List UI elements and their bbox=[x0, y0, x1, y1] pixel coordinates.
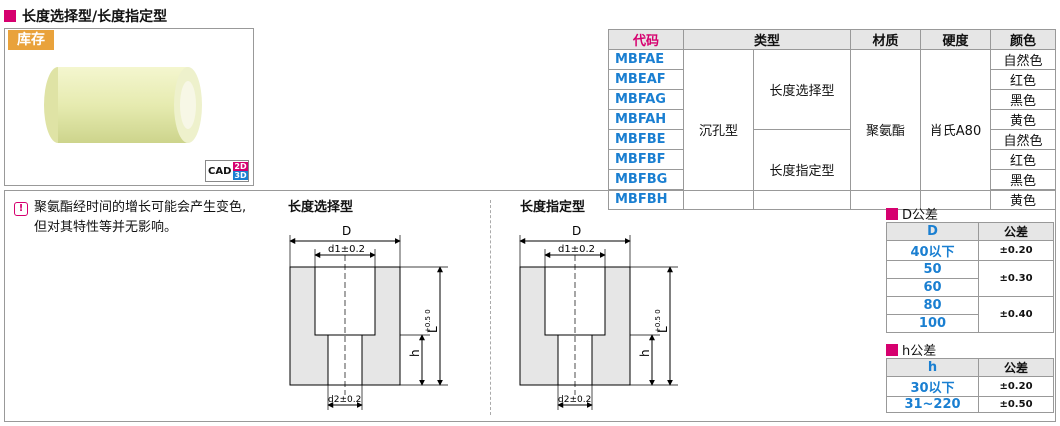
drawing-left: D d1±0.2 d2±0.2 h L +0.5 0 bbox=[289, 224, 448, 410]
code-cell: MBFBF bbox=[608, 149, 684, 170]
dim-d1: d1±0.2 bbox=[328, 244, 365, 255]
bullet-square-icon bbox=[4, 10, 16, 22]
color-cell: 黄色 bbox=[990, 109, 1056, 130]
d-tol-header-d: D bbox=[886, 222, 979, 241]
code-cell: MBFBG bbox=[608, 169, 684, 190]
code-cell: MBFBH bbox=[608, 189, 684, 210]
h-tol-header-h: h bbox=[886, 358, 979, 377]
color-cell: 红色 bbox=[990, 149, 1056, 170]
cad-badge[interactable]: CAD 2D 3D bbox=[205, 160, 249, 182]
d-tol-value: 60 bbox=[886, 278, 979, 297]
drawing-right: D d1±0.2 d2±0.2 h L +0.5 0 bbox=[519, 224, 678, 410]
dim-L: L bbox=[656, 326, 670, 333]
dim-h: h bbox=[638, 349, 652, 357]
code-cell: MBFBE bbox=[608, 129, 684, 150]
type-sub-cell: 长度指定型 bbox=[753, 129, 851, 210]
dim-D: D bbox=[572, 224, 581, 238]
dim-d1: d1±0.2 bbox=[558, 244, 595, 255]
cad-3d-label: 3D bbox=[233, 171, 248, 180]
header-material: 材质 bbox=[850, 29, 921, 50]
h-tol-value: 30以下 bbox=[886, 376, 979, 397]
h-tol-tolerance: ±0.50 bbox=[978, 396, 1054, 413]
h-tol-title: h公差 bbox=[886, 340, 936, 359]
drawing-divider bbox=[490, 200, 491, 415]
color-cell: 自然色 bbox=[990, 49, 1056, 70]
h-tol-value: 31~220 bbox=[886, 396, 979, 413]
color-cell: 自然色 bbox=[990, 129, 1056, 150]
bullet-square-icon bbox=[886, 343, 898, 356]
dim-d2: d2±0.2 bbox=[328, 395, 361, 405]
section-title: 长度选择型/长度指定型 bbox=[22, 9, 168, 25]
color-cell: 红色 bbox=[990, 69, 1056, 90]
note-line-2: 但对其特性等并无影响。 bbox=[34, 220, 178, 235]
header-code: 代码 bbox=[608, 29, 684, 50]
h-tol-tolerance: ±0.20 bbox=[978, 376, 1054, 397]
cad-2d-label: 2D bbox=[233, 162, 248, 171]
h-tol-title-text: h公差 bbox=[902, 344, 937, 359]
product-image-panel bbox=[4, 28, 254, 186]
d-tol-tolerance: ±0.30 bbox=[978, 260, 1054, 297]
dim-h: h bbox=[408, 349, 422, 357]
type-main-cell: 沉孔型 bbox=[683, 49, 754, 210]
warning-icon: ! bbox=[14, 202, 28, 216]
d-tol-value: 40以下 bbox=[886, 240, 979, 261]
dim-d2: d2±0.2 bbox=[558, 395, 591, 405]
d-tol-value: 80 bbox=[886, 296, 979, 315]
code-cell: MBEAF bbox=[608, 69, 684, 90]
dim-L-tol: +0.5 0 bbox=[424, 309, 432, 333]
note: ! 聚氨酯经时间的增长可能会产生变色, 但对其特性等并无影响。 bbox=[14, 198, 246, 238]
d-tol-value: 100 bbox=[886, 314, 979, 333]
note-line-1: 聚氨酯经时间的增长可能会产生变色, bbox=[34, 200, 247, 215]
d-tol-table: D 公差 40以下 ±0.20 50 ±0.30 60 80 ±0.40 100 bbox=[886, 222, 1054, 333]
cad-label: CAD bbox=[208, 165, 232, 177]
dim-D: D bbox=[342, 224, 351, 238]
dim-L-tol: +0.5 0 bbox=[654, 309, 662, 333]
header-hardness: 硬度 bbox=[920, 29, 991, 50]
h-tol-table: h 公差 30以下 ±0.20 31~220 ±0.50 bbox=[886, 358, 1054, 413]
color-cell: 黑色 bbox=[990, 89, 1056, 110]
d-tol-title-text: D公差 bbox=[902, 208, 939, 223]
d-tol-tolerance: ±0.40 bbox=[978, 296, 1054, 333]
d-tol-header-tol: 公差 bbox=[978, 222, 1054, 241]
section-header: 长度选择型/长度指定型 bbox=[4, 6, 167, 26]
spec-table: 代码 类型 材质 硬度 颜色 MBFAE 沉孔型 长度选择型 聚氨酯 肖氏A80… bbox=[608, 29, 1056, 210]
type-sub-cell: 长度选择型 bbox=[753, 49, 851, 130]
d-tol-title: D公差 bbox=[886, 204, 938, 223]
drawing-left-title: 长度选择型 bbox=[288, 200, 354, 215]
d-tol-value: 50 bbox=[886, 260, 979, 279]
code-cell: MBFAE bbox=[608, 49, 684, 70]
color-cell: 黑色 bbox=[990, 169, 1056, 190]
product-image bbox=[44, 67, 202, 143]
stock-badge: 库存 bbox=[8, 30, 54, 50]
hardness-cell: 肖氏A80 bbox=[920, 49, 991, 210]
bullet-square-icon bbox=[886, 207, 898, 220]
header-color: 颜色 bbox=[990, 29, 1056, 50]
dim-L: L bbox=[426, 326, 440, 333]
material-cell: 聚氨酯 bbox=[850, 49, 921, 210]
code-cell: MBFAH bbox=[608, 109, 684, 130]
header-type: 类型 bbox=[683, 29, 851, 50]
drawing-right-title: 长度指定型 bbox=[520, 200, 586, 215]
bottom-panel bbox=[4, 190, 1056, 422]
h-tol-header-tol: 公差 bbox=[978, 358, 1054, 377]
d-tol-tolerance: ±0.20 bbox=[978, 240, 1054, 261]
code-cell: MBFAG bbox=[608, 89, 684, 110]
